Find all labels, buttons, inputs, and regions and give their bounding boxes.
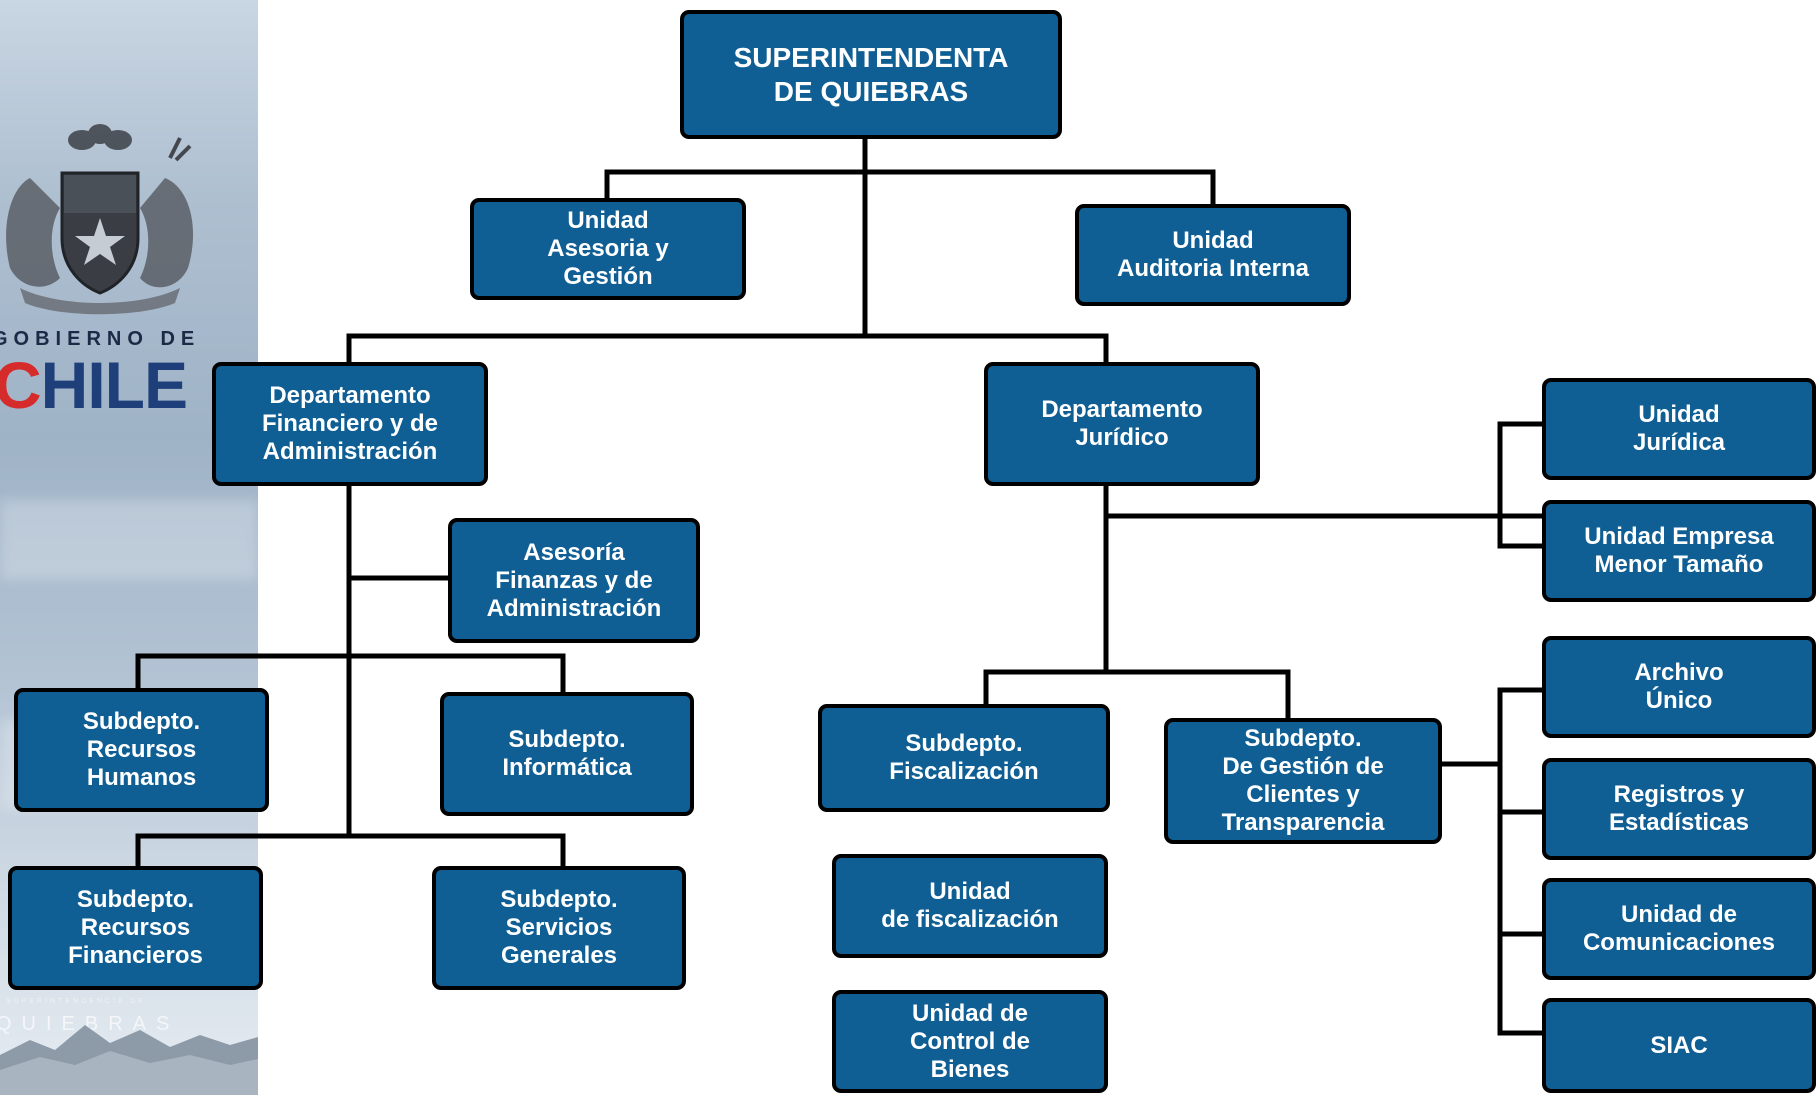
subdepto-recursos-humanos-box[interactable]: Subdepto. Recursos Humanos	[14, 688, 269, 812]
superintendencia-label: SUPERINTENDENCIA DE	[6, 998, 146, 1005]
siac-box[interactable]: SIAC	[1542, 998, 1816, 1093]
archivo-unico-box[interactable]: Archivo Único	[1542, 636, 1816, 738]
quiebras-label: QUIEBRAS	[0, 1013, 180, 1035]
subdepto-gestion-clientes-box[interactable]: Subdepto. De Gestión de Clientes y Trans…	[1164, 718, 1442, 844]
unidad-asesoria-gestion-box[interactable]: Unidad Asesoria y Gestión	[470, 198, 746, 300]
depto-juridico-box[interactable]: Departamento Jurídico	[984, 362, 1260, 486]
sidebar-haze	[0, 500, 258, 580]
depto-financiero-box[interactable]: Departamento Financiero y de Administrac…	[212, 362, 488, 486]
unidad-empresa-menor-box[interactable]: Unidad Empresa Menor Tamaño	[1542, 500, 1816, 602]
unidad-auditoria-interna-box[interactable]: Unidad Auditoria Interna	[1075, 204, 1351, 306]
subdepto-servicios-generales-box[interactable]: Subdepto. Servicios Generales	[432, 866, 686, 990]
connector-line	[983, 669, 1291, 723]
connector-line	[604, 169, 1216, 210]
registros-estadisticas-box[interactable]: Registros y Estadísticas	[1542, 758, 1816, 860]
superintendenta-box[interactable]: SUPERINTENDENTA DE QUIEBRAS	[680, 10, 1062, 139]
subdepto-informatica-box[interactable]: Subdepto. Informática	[440, 692, 694, 816]
asesoria-finanzas-box[interactable]: Asesoría Finanzas y de Administración	[448, 518, 700, 643]
connector-line	[1497, 687, 1548, 1036]
unidad-comunicaciones-box[interactable]: Unidad de Comunicaciones	[1542, 878, 1816, 980]
chile-coat-of-arms-icon	[6, 124, 194, 315]
subdepto-fiscalizacion-box[interactable]: Subdepto. Fiscalización	[818, 704, 1110, 812]
subdepto-recursos-financieros-box[interactable]: Subdepto. Recursos Financieros	[8, 866, 263, 990]
unidad-control-bienes-box[interactable]: Unidad de Control de Bienes	[832, 990, 1108, 1093]
chile-logo: CHILE	[0, 348, 188, 422]
mountains-image	[0, 1025, 258, 1095]
connector-line	[135, 653, 566, 695]
unidad-juridica-box[interactable]: Unidad Jurídica	[1542, 378, 1816, 480]
connector-line	[346, 333, 1109, 367]
gobierno-label: GOBIERNO DE	[0, 328, 201, 350]
connector-line	[135, 833, 566, 871]
unidad-fiscalizacion-box[interactable]: Unidad de fiscalización	[832, 854, 1108, 958]
connector-line	[1497, 421, 1548, 549]
